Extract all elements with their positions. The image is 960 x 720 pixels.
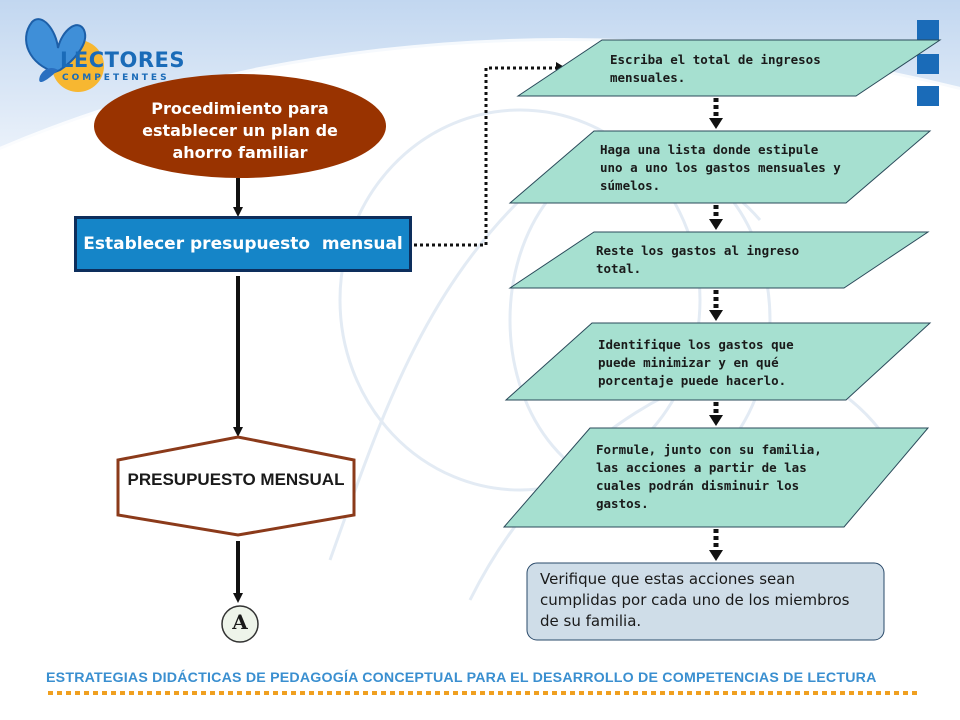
dotted-link-process-to-steps: [414, 66, 556, 247]
off-page-connector: [221, 605, 259, 643]
logo-title: LECTORES: [60, 48, 185, 72]
step-2-label: Haga una lista donde estipule uno a uno …: [600, 142, 841, 193]
final-step-label: Verifique que estas acciones sean cumpli…: [540, 570, 850, 630]
main-process-label: Establecer presupuesto mensual: [83, 234, 403, 254]
step-5-label: Formule, junto con su familia, las accio…: [596, 442, 822, 511]
step-2-parallelogram: [508, 130, 932, 204]
step-1-parallelogram: [516, 39, 942, 97]
step-4-label: Identifique los gastos que puede minimiz…: [598, 337, 794, 388]
dotted-arrowhead-5: [709, 550, 723, 561]
output-octagon: [116, 435, 356, 537]
connector-label: A: [232, 610, 248, 634]
logo: [25, 18, 104, 92]
step-3-parallelogram: [508, 231, 930, 289]
butterfly-lower-wing: [39, 68, 58, 83]
step-1-label: Escriba el total de ingresos mensuales.: [610, 52, 821, 85]
step-5-parallelogram: [502, 427, 930, 528]
background-swoosh: [0, 0, 960, 150]
dotted-arrowhead-2: [709, 219, 723, 230]
logo-subtitle: COMPETENTES: [62, 73, 170, 83]
final-step-box: [526, 562, 885, 641]
step-3-label: Reste los gastos al ingreso total.: [596, 243, 800, 276]
dotted-arrowhead-4: [709, 415, 723, 426]
footer-title: ESTRATEGIAS DIDÁCTICAS DE PEDAGOGÍA CONC…: [46, 670, 877, 686]
start-oval: [94, 74, 386, 178]
step-4-parallelogram: [504, 322, 932, 401]
dotted-arrowhead-1: [709, 118, 723, 129]
start-oval-label: Procedimiento para establecer un plan de…: [142, 99, 338, 162]
footer-dots: [48, 691, 917, 695]
butterfly-icon: [25, 18, 87, 74]
output-octagon-label: PRESUPUESTO MENSUAL: [127, 470, 345, 489]
main-process-box: Establecer presupuesto mensual: [74, 216, 412, 272]
accent-squares: [917, 20, 939, 106]
dotted-arrowhead-3: [709, 310, 723, 321]
